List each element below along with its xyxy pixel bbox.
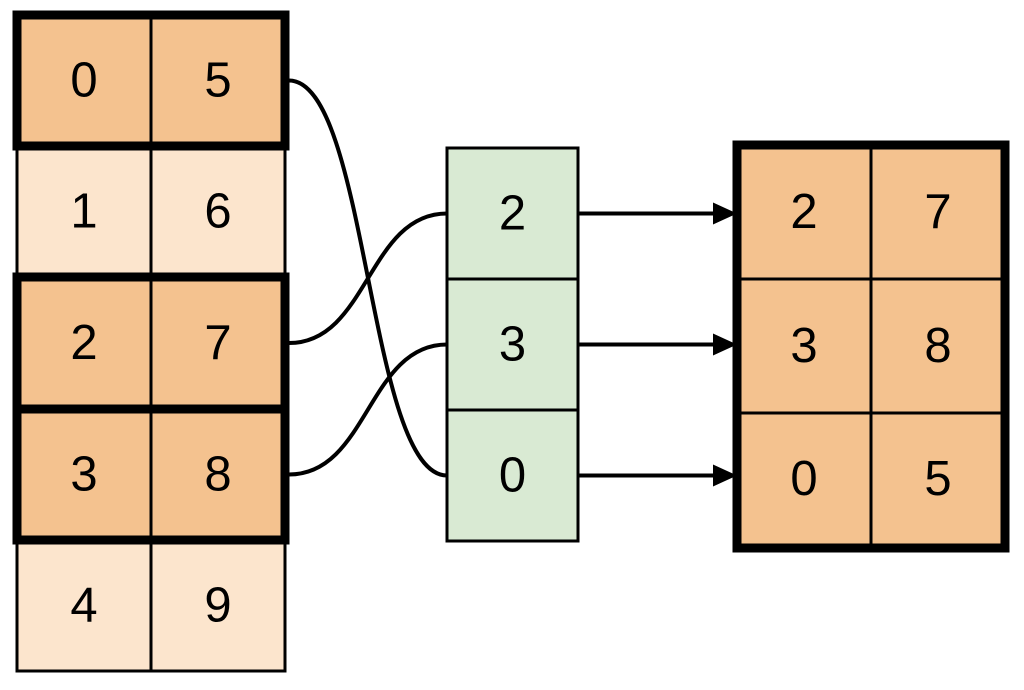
arrow-head-icon — [713, 202, 737, 225]
source-cell-3-1: 8 — [204, 448, 231, 502]
source-cell-2-1: 7 — [204, 316, 231, 370]
source-row-3: 3 8 — [12, 404, 290, 545]
source-cell-1-0: 1 — [70, 185, 97, 239]
source-cell-3-0: 3 — [70, 448, 97, 502]
arrow-head-icon — [713, 464, 737, 487]
source-cell-1-1: 6 — [204, 185, 231, 239]
arrow-index-1-to-result-row-1 — [578, 333, 737, 356]
result-table-outer-border — [732, 140, 1010, 553]
arrow-index-0-to-result-row-0 — [578, 202, 737, 225]
result-table: 2 7 3 8 0 5 — [732, 140, 1010, 553]
source-row-0: 0 5 — [12, 10, 290, 151]
result-cell-0-1: 7 — [924, 185, 951, 239]
index-column: 2 3 0 — [445, 146, 580, 543]
result-cell-1-0-background — [735, 277, 873, 415]
curve-source-row3-to-index-3 — [288, 342, 448, 477]
curve-source-row2-to-index-2 — [288, 211, 448, 345]
source-cell-4-1: 9 — [204, 579, 231, 633]
source-row-4: 4 9 — [15, 538, 287, 673]
index-cell-1-background — [445, 277, 580, 412]
index-cell-0: 2 — [499, 187, 526, 241]
mapping-curves — [288, 78, 448, 478]
result-cell-1-1: 8 — [924, 319, 951, 373]
result-cell-0-1-background — [869, 143, 1007, 281]
result-cell-1-0: 3 — [790, 319, 817, 373]
index-cell-1: 3 — [499, 318, 526, 372]
arrow-head-icon — [713, 333, 737, 356]
source-cell-4-0: 4 — [70, 579, 97, 633]
source-table: 1 6 4 9 0 5 2 7 3 8 — [12, 10, 290, 673]
source-cell-2-0: 2 — [70, 316, 97, 370]
arrow-index-2-to-result-row-2 — [578, 464, 737, 487]
result-cell-2-0: 0 — [790, 452, 817, 506]
source-row-2: 2 7 — [12, 272, 290, 414]
source-row-1: 1 6 — [15, 144, 287, 279]
index-cell-2-background — [445, 408, 580, 543]
index-to-result-arrows — [578, 202, 737, 487]
index-cell-0-background — [445, 146, 580, 281]
result-cell-2-1: 5 — [924, 452, 951, 506]
result-cell-0-0: 2 — [790, 185, 817, 239]
index-cell-2: 0 — [499, 449, 526, 503]
source-cell-0-0: 0 — [70, 54, 97, 108]
source-cell-0-1: 5 — [204, 54, 231, 108]
